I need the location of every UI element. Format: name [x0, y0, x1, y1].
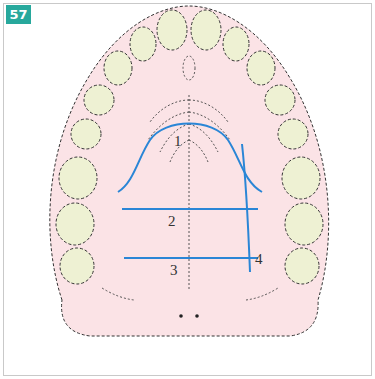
figure-frame	[4, 4, 372, 376]
fovea-dots	[179, 314, 199, 318]
figure-number-badge: 57	[6, 5, 31, 24]
region-number: 1	[174, 134, 182, 149]
boundary-lines	[118, 124, 262, 273]
region-number: 3	[170, 263, 178, 278]
region-number: 4	[255, 252, 263, 267]
rugae	[102, 56, 278, 300]
teeth	[56, 10, 323, 284]
figure-number: 57	[9, 8, 27, 21]
region-number: 2	[168, 214, 176, 229]
palate-outline	[50, 6, 329, 336]
